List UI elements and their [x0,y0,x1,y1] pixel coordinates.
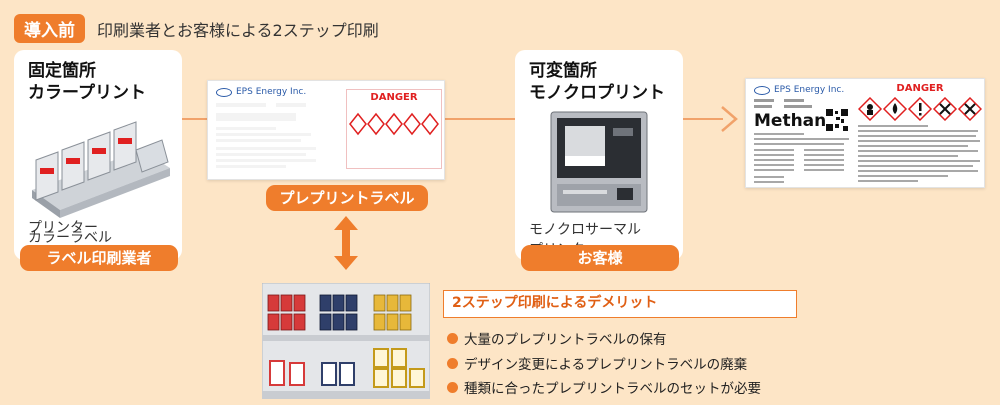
before-tag: 導入前 [14,14,85,43]
label-stock-shelves-icon [262,283,430,399]
connector-middle [440,118,515,120]
mono-print-title: 可変箇所 モノクロプリント [529,61,665,103]
final-product-name: Methanol [754,111,844,131]
demerits-title: 2ステップ印刷によるデメリット [443,290,797,318]
final-warning-text [858,125,980,182]
preprint-danger-text: DANGER [370,92,418,103]
preprint-faded-text [216,103,316,168]
preprint-danger-box: DANGER [346,89,442,169]
demerit-item-3: 種類に合ったプレプリントラベルのセットが必要 [447,377,761,397]
color-printer-label: カラーラベル [28,230,112,246]
thermal-printer-icon [550,111,648,213]
final-qr-code-icon [826,109,848,131]
connector-right [683,118,723,120]
header: 導入前 印刷業者とお客様による2ステップ印刷 [14,14,379,43]
final-small-text [754,99,812,108]
label-printer-company-pill: ラベル印刷業者 [20,245,178,271]
color-printer-label-2: プリンター [28,220,98,236]
demerit-item-1: 大量のプレプリントラベルの保有 [447,328,667,348]
final-brand-logo-icon [754,85,770,95]
header-title: 印刷業者とお客様による2ステップ印刷 [97,20,379,40]
final-danger-box: DANGER [858,83,982,185]
bullet-dot-icon [447,357,458,369]
bullet-dot-icon [447,332,458,344]
double-arrow-icon [334,216,358,270]
final-body-text [754,133,849,183]
final-label-card: EPS Energy Inc. Methanol DANGER [745,78,985,188]
connector-left [180,118,210,120]
final-brand: EPS Energy Inc. [754,85,844,95]
bullet-dot-icon [447,381,458,393]
customer-pill: お客様 [521,245,679,271]
mono-print-panel: 可変箇所 モノクロプリント モノクロサーマル プリンター [515,50,683,260]
color-printing-press-icon [32,121,170,218]
preprint-label-pill: プレプリントラベル [266,185,428,211]
color-print-title: 固定箇所 カラープリント [28,61,146,103]
preprint-brand: EPS Energy Inc. [216,87,306,97]
brand-logo-icon [216,87,232,97]
hazard-pictograms-icon [858,97,982,121]
demerit-item-2: デザイン変更によるプレプリントラベルの廃棄 [447,353,747,373]
preprint-label-card: EPS Energy Inc. DANGER [207,80,445,180]
color-print-panel: 固定箇所 カラープリント カラーラベル [14,50,182,260]
final-danger-text: DANGER [896,83,944,94]
hazard-diamonds-empty-icon [349,112,439,136]
arrow-right-icon [721,106,738,132]
